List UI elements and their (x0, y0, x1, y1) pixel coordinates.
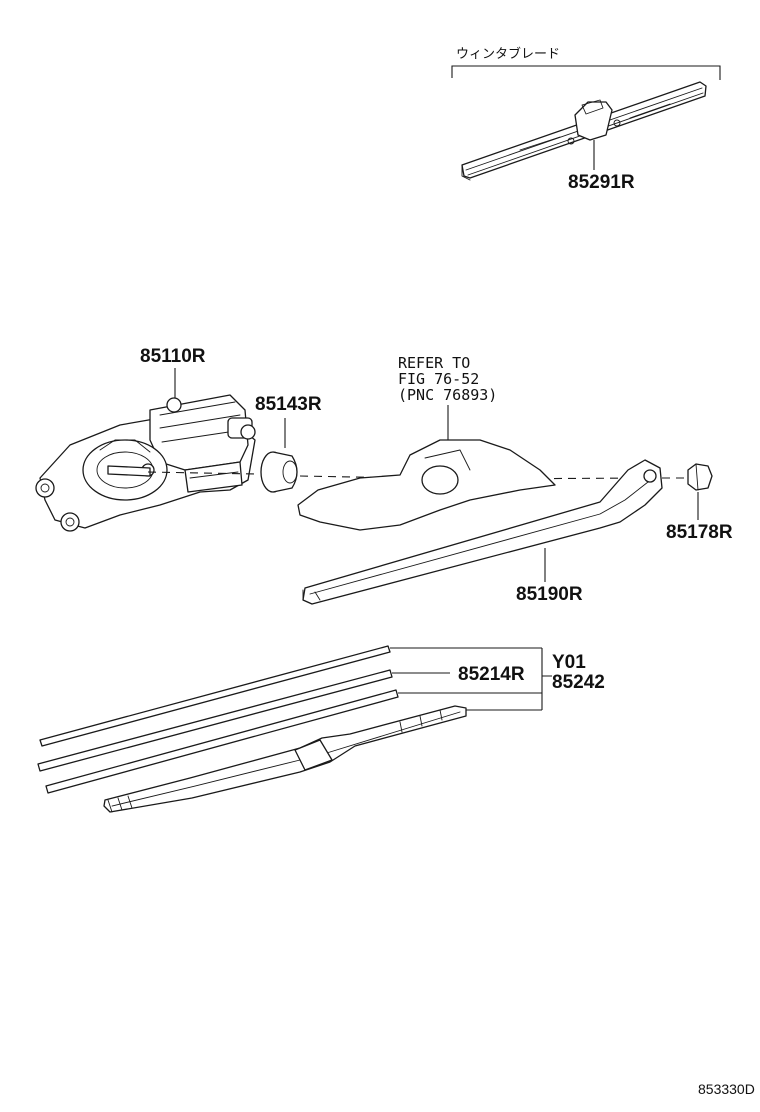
refer-note-group: REFER TO FIG 76-52 (PNC 76893) (297, 354, 556, 531)
part-85178R-label: 85178R (666, 522, 733, 543)
part-85110R-label: 85110R (140, 346, 206, 367)
winter-blade-bracket (451, 65, 721, 80)
part-85242-label: 85242 (552, 672, 605, 693)
linkage-plate-drawing (297, 439, 556, 531)
part-85214R-label: 85214R (458, 664, 525, 685)
wiper-arm-drawing (302, 459, 663, 605)
nut-group: 85178R (666, 463, 733, 543)
winter-blade-label: ウィンタブレード (456, 46, 560, 62)
blade-assembly-drawing (103, 705, 467, 813)
refer-note-line3: (PNC 76893) (398, 386, 497, 404)
refer-note-line1: REFER TO (398, 354, 470, 372)
blade-set-bracket (390, 647, 552, 711)
wiper-arm-group: 85190R (302, 459, 663, 605)
wiper-motor-group: 85110R (35, 346, 256, 532)
blade-refill-strips (37, 645, 399, 794)
blade-set-group: 85214R Y01 85242 (37, 645, 605, 813)
winter-blade-drawing (461, 81, 707, 181)
figure-code: 853330D (698, 1081, 755, 1097)
refer-note-line2: FIG 76-52 (398, 370, 479, 388)
part-85190R-label: 85190R (516, 584, 583, 605)
part-85143R-label: 85143R (255, 394, 322, 415)
wiper-motor-drawing (35, 394, 256, 532)
part-Y01-label: Y01 (552, 652, 586, 673)
part-85291R-label: 85291R (568, 172, 635, 193)
winter-blade-group: ウィンタブレード 85291R (451, 46, 721, 193)
washer-drawing (260, 451, 298, 493)
nut-drawing (687, 463, 713, 491)
washer-group: 85143R (255, 394, 322, 493)
